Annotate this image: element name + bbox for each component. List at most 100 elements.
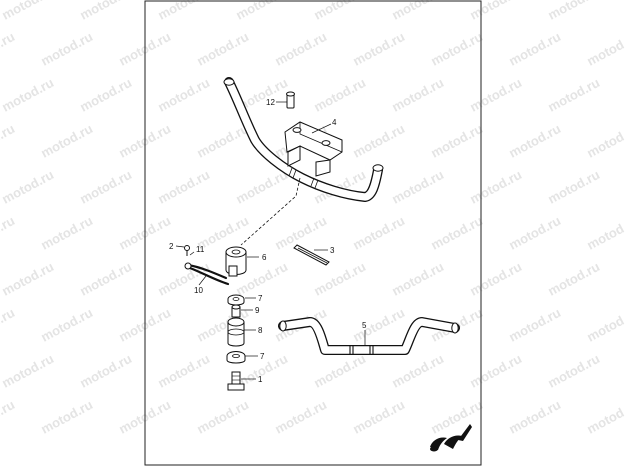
watermark-text: motod.ru [350, 213, 407, 253]
watermark-text: motod.ru [38, 121, 95, 161]
upper-handlebar [223, 77, 384, 202]
watermark-text: motod.ru [0, 121, 17, 161]
leader-lines [175, 101, 366, 380]
callout-1: 1 [258, 375, 263, 384]
watermark-text: motod.ru [467, 0, 524, 23]
watermark-text: motod.ru [389, 259, 446, 299]
mount-bolt [227, 371, 245, 391]
watermark-text: motod.ru [389, 167, 446, 207]
watermark-text: motod.ru [428, 29, 485, 69]
cotter-pin [293, 244, 330, 266]
rubber-bushing [227, 317, 245, 347]
callout-6: 6 [262, 253, 267, 262]
watermark-text: motod.ru [506, 397, 563, 437]
callout-11: 11 [196, 245, 205, 254]
watermark-text: motod.ru [155, 75, 212, 115]
watermark-text: motod.ru [311, 0, 368, 23]
watermark-text: motod.ru [0, 351, 56, 391]
watermark-text: motod.ru [194, 397, 251, 437]
callout-10: 10 [194, 286, 203, 295]
watermark-text: motod.ru [467, 259, 524, 299]
stay-bracket [184, 262, 230, 286]
watermark-text: motod.ru [155, 0, 212, 23]
watermark-text: motod.ru [350, 397, 407, 437]
assembly-dashed-line [240, 177, 301, 246]
watermark-text: motod.ru [0, 75, 56, 115]
watermark-text: motod.ru [272, 397, 329, 437]
watermark-layer: motod.ru motod.ru motod.ru motod.ru motod.ru… [0, 0, 625, 437]
callout-9: 9 [255, 306, 260, 315]
watermark-text: motod.ru [428, 397, 485, 437]
watermark-text: motod.ru [389, 0, 446, 23]
watermark-text: motod.ru [389, 351, 446, 391]
spacer [231, 304, 241, 318]
watermark-text: motod.ru [0, 305, 17, 345]
watermark-text: motod.ru [233, 167, 290, 207]
watermark-text: motod.ru [77, 351, 134, 391]
watermark-text: motod.ru [467, 351, 524, 391]
watermark-text: motod.ru [584, 121, 625, 161]
watermark-text: motod.ru [584, 305, 625, 345]
watermark-text: motod.ru [38, 397, 95, 437]
watermark-text: motod.ru [0, 259, 56, 299]
watermark-text: motod.ru [545, 75, 602, 115]
callout-7-upper: 7 [258, 294, 263, 303]
callout-8: 8 [258, 326, 263, 335]
watermark-text: motod.ru [545, 0, 602, 23]
watermark-text: motod.ru [155, 167, 212, 207]
watermark-text: motod.ru [0, 213, 17, 253]
watermark-text: motod.ru [311, 75, 368, 115]
clamp-bolt [286, 91, 295, 109]
brand-logo-mark [430, 424, 472, 452]
watermark-text: motod.ru [77, 75, 134, 115]
watermark-text: motod.ru [545, 351, 602, 391]
watermark-text: motod.ru [545, 167, 602, 207]
diagram-frame [144, 0, 482, 466]
callout-3: 3 [330, 246, 335, 255]
watermark-text: motod.ru [506, 213, 563, 253]
washer-lower [226, 351, 246, 364]
watermark-text: motod.ru [584, 213, 625, 253]
watermark-text: motod.ru [506, 29, 563, 69]
watermark-text: motod.ru [350, 29, 407, 69]
watermark-text: motod.ru [0, 397, 17, 437]
lower-handlebar [278, 317, 460, 355]
watermark-text: motod.ru [38, 305, 95, 345]
watermark-text: motod.ru [233, 0, 290, 23]
watermark-text: motod.ru [272, 29, 329, 69]
watermark-text: motod.ru [350, 121, 407, 161]
riser-mount [225, 246, 247, 277]
washer-upper [227, 294, 245, 306]
watermark-text: motod.ru [194, 29, 251, 69]
watermark-text: motod.ru [467, 75, 524, 115]
callout-5: 5 [362, 321, 367, 330]
watermark-text: motod.ru [38, 29, 95, 69]
watermark-text: motod.ru [0, 0, 56, 23]
callout-12: 12 [266, 98, 275, 107]
watermark-text: motod.ru [311, 259, 368, 299]
watermark-text: motod.ru [584, 397, 625, 437]
callout-7-lower: 7 [260, 352, 265, 361]
watermark-text: motod.ru [584, 29, 625, 69]
watermark-text: motod.ru [155, 351, 212, 391]
watermark-text: motod.ru [38, 213, 95, 253]
watermark-text: motod.ru [506, 305, 563, 345]
watermark-text: motod.ru [467, 167, 524, 207]
watermark-text: motod.ru [545, 259, 602, 299]
watermark-text: motod.ru [194, 121, 251, 161]
watermark-text: motod.ru [77, 167, 134, 207]
riser-clamp [284, 121, 343, 177]
callout-2: 2 [169, 242, 174, 251]
watermark-text: motod.ru [506, 121, 563, 161]
watermark-text: motod.ru [77, 259, 134, 299]
watermark-text: motod.ru [389, 75, 446, 115]
watermark-text: motod.ru [77, 0, 134, 23]
watermark-text: motod.ru [428, 121, 485, 161]
watermark-text: motod.ru [311, 351, 368, 391]
cable-clip [184, 245, 190, 256]
watermark-text: motod.ru [350, 305, 407, 345]
callout-4: 4 [332, 118, 337, 127]
watermark-text: motod.ru [428, 213, 485, 253]
watermark-text: motod.ru [0, 167, 56, 207]
